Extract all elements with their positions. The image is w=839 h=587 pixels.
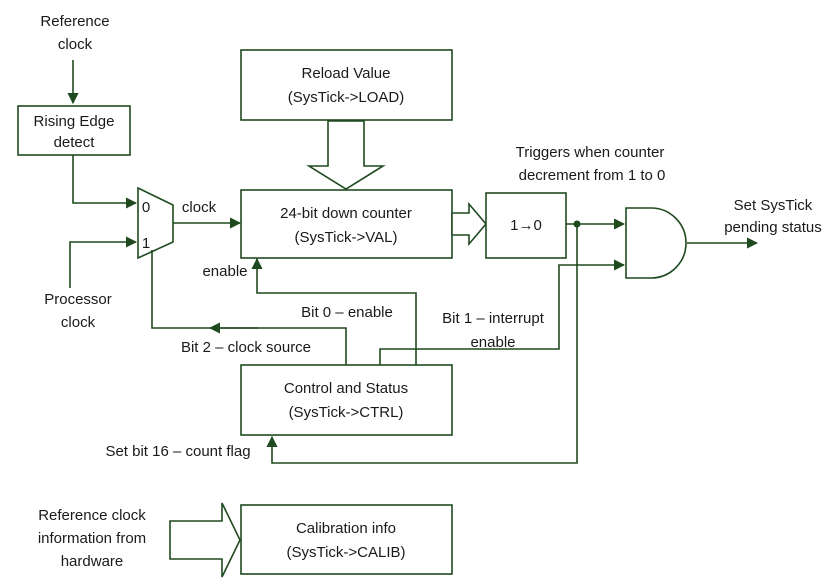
reload-to-counter-arrow bbox=[306, 120, 386, 190]
rising-edge-detect-box bbox=[17, 105, 131, 156]
rising-edge-label-2: detect bbox=[54, 134, 96, 151]
processor-clock-label-2: clock bbox=[61, 314, 96, 331]
processor-clock-wire bbox=[69, 236, 138, 288]
transition-box bbox=[485, 192, 567, 259]
rising-edge-to-mux-wire bbox=[72, 155, 138, 209]
control-status-label-1: Control and Status bbox=[284, 380, 408, 397]
transition-label: 1→0 bbox=[510, 217, 542, 234]
count-flag-wire bbox=[266, 224, 578, 464]
reference-clock-label-2: clock bbox=[58, 36, 93, 53]
down-counter-box bbox=[240, 189, 453, 259]
reload-value-label-1: Reload Value bbox=[302, 65, 391, 82]
triggers-label-2: decrement from 1 to 0 bbox=[519, 167, 666, 184]
mux-input-0: 0 bbox=[142, 199, 150, 216]
control-status-label-2: (SysTick->CTRL) bbox=[289, 404, 404, 421]
bit1-label-2: enable bbox=[470, 334, 515, 351]
rising-edge-label-1: Rising Edge bbox=[34, 113, 115, 130]
reload-value-label-2: (SysTick->LOAD) bbox=[288, 89, 405, 106]
control-status-box bbox=[240, 364, 453, 436]
enable-label: enable bbox=[202, 263, 247, 280]
ref-info-label-3: hardware bbox=[61, 553, 124, 570]
bit1-label-1: Bit 1 – interrupt bbox=[442, 310, 545, 327]
bit16-label: Set bit 16 – count flag bbox=[105, 443, 250, 460]
bit2-label: Bit 2 – clock source bbox=[181, 339, 311, 356]
bit0-enable-wire bbox=[251, 257, 417, 365]
set-systick-label-2: pending status bbox=[724, 219, 822, 236]
ref-info-label-2: information from bbox=[38, 530, 146, 547]
counter-to-transition-arrow bbox=[451, 201, 488, 247]
down-counter-label-2: (SysTick->VAL) bbox=[295, 229, 398, 246]
clock-mux bbox=[137, 186, 174, 260]
ref-info-arrow bbox=[169, 502, 241, 578]
triggers-label-1: Triggers when counter bbox=[516, 144, 665, 161]
calibration-label-1: Calibration info bbox=[296, 520, 396, 537]
mux-input-1: 1 bbox=[142, 235, 150, 252]
and-gate bbox=[625, 207, 687, 279]
reference-clock-label-1: Reference bbox=[40, 13, 109, 30]
set-systick-label-1: Set SysTick bbox=[734, 197, 813, 214]
processor-clock-label-1: Processor bbox=[44, 291, 112, 308]
calibration-label-2: (SysTick->CALIB) bbox=[286, 544, 405, 561]
bit1-interrupt-wire bbox=[379, 259, 626, 365]
bit0-label: Bit 0 – enable bbox=[301, 304, 393, 321]
down-counter-label-1: 24-bit down counter bbox=[280, 205, 412, 222]
reload-value-box bbox=[240, 49, 453, 121]
ref-info-label-1: Reference clock bbox=[38, 507, 146, 524]
clock-label: clock bbox=[182, 199, 217, 216]
calibration-box bbox=[240, 504, 453, 575]
